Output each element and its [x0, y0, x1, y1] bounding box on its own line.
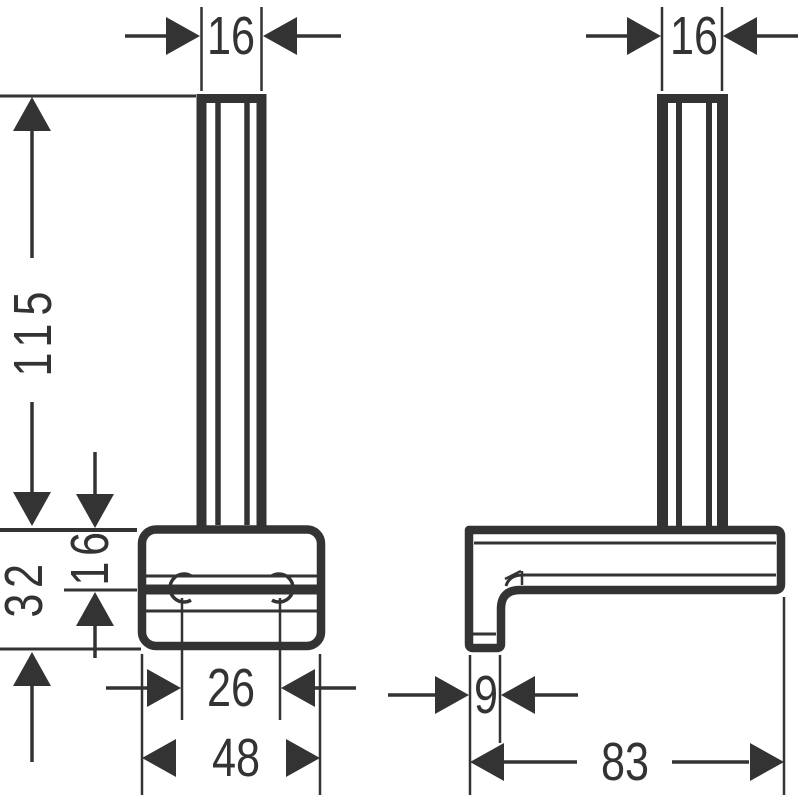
dim-label-total-depth: 83	[600, 732, 650, 792]
arrow-left-icon	[723, 17, 757, 55]
dim-label-plate-height: 32	[0, 558, 54, 618]
arrow-up-icon	[13, 652, 51, 686]
arrow-down-icon	[13, 492, 51, 526]
arrow-left-icon	[263, 17, 297, 55]
dim-label-plate-width: 48	[211, 728, 261, 788]
side-view	[464, 94, 786, 653]
dimension-plate-height	[0, 647, 141, 762]
arrow-right-icon	[627, 17, 661, 55]
spring-clip-left	[168, 572, 192, 604]
dimension-plate-upper-height	[64, 452, 137, 658]
dim-label-clip-distance: 26	[206, 658, 256, 718]
dimension-rod-width-front	[125, 7, 341, 91]
arrow-right-icon	[166, 17, 200, 55]
dim-label-rod-height: 115	[3, 283, 63, 377]
dim-label-rod-width-side: 16	[669, 6, 719, 66]
arrow-up-icon	[13, 97, 51, 131]
rod-side	[657, 94, 728, 528]
dimension-annotations	[0, 7, 798, 795]
arrow-left-icon	[142, 739, 176, 777]
dimension-plate-width	[140, 654, 322, 795]
arrow-left-icon	[281, 669, 315, 707]
dimension-rod-height	[0, 94, 196, 532]
arrow-left-icon	[470, 743, 504, 781]
rod-front	[196, 94, 267, 527]
dimension-wall-plate-thickness	[388, 655, 578, 795]
arrow-right-icon	[435, 676, 469, 714]
dim-label-plate-upper-height: 16	[60, 526, 120, 586]
arrow-left-icon	[501, 676, 535, 714]
dimension-rod-width-side	[586, 7, 798, 91]
arrow-down-icon	[76, 494, 114, 528]
dim-label-wall-plate-thickness: 9	[473, 665, 499, 725]
bracket-profile	[464, 525, 786, 653]
front-view	[137, 94, 326, 651]
arrow-up-icon	[76, 592, 114, 626]
dim-label-rod-width-front: 16	[206, 6, 256, 66]
arrow-right-icon	[286, 739, 320, 777]
arrow-right-icon	[750, 743, 784, 781]
dimension-total-depth	[470, 597, 786, 795]
arrow-right-icon	[147, 669, 181, 707]
mounting-plate-front	[137, 525, 326, 651]
